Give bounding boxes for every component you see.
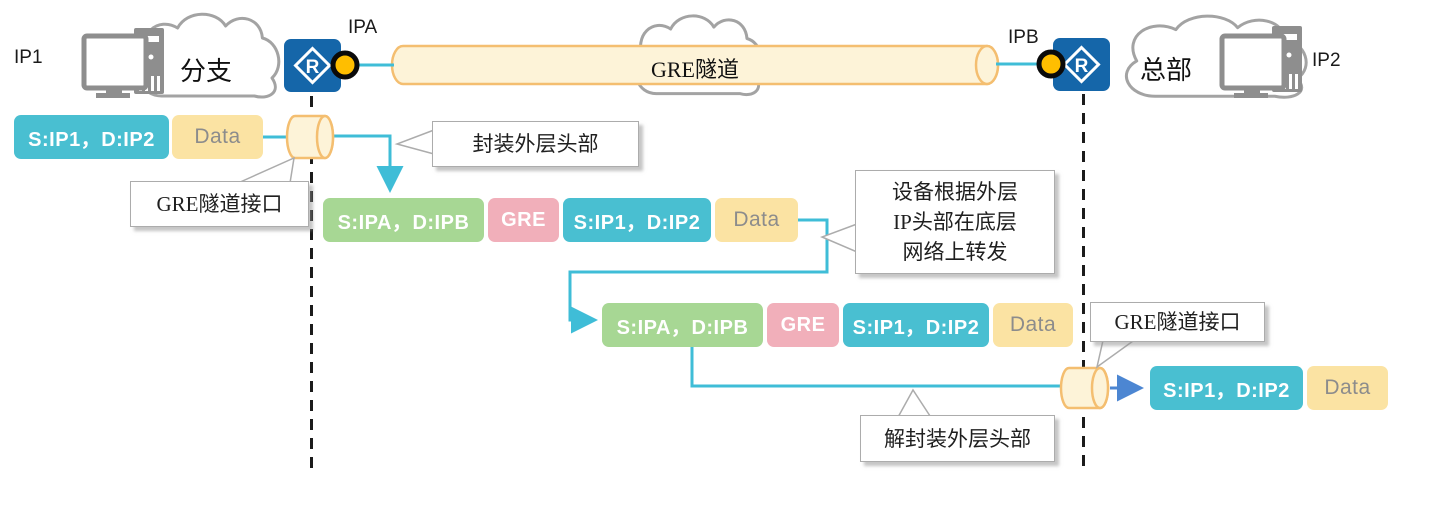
p2-outer-header: S:IPA，D:IPB — [323, 198, 484, 242]
host-b-label: IP2 — [1312, 50, 1341, 71]
flow-forward-arrow — [568, 218, 829, 334]
callout-tunnel-if-right-text: GRE隧道接口 — [1114, 310, 1241, 334]
host-b-computer-icon — [1219, 26, 1302, 98]
p3-data: Data — [993, 303, 1073, 347]
callout-forward: 设备根据外层 IP头部在底层 网络上转发 — [855, 170, 1055, 274]
tunnel-interface-b-cylinder — [1059, 366, 1110, 410]
p1-ip-header: S:IP1，D:IP2 — [14, 115, 169, 159]
callout-forward-line2: IP头部在底层 — [893, 210, 1017, 234]
callout-encapsulate-text: 封装外层头部 — [472, 132, 599, 156]
p3-gre-header: GRE — [767, 303, 839, 347]
tunnel-interface-a-cylinder — [285, 114, 335, 160]
gre-tunnel-label: GRE隧道 — [650, 57, 739, 82]
callout-decapsulate-text: 解封装外层头部 — [884, 426, 1031, 451]
p3-inner-header: S:IP1，D:IP2 — [843, 303, 989, 347]
callout-tail-encapsulate — [394, 128, 435, 155]
callout-forward-line1: 设备根据外层 — [892, 180, 1018, 204]
flow-p3-to-tunnel-if — [690, 347, 1062, 388]
branch-cloud-label: 分支 — [179, 56, 232, 86]
p4-ip-header: S:IP1，D:IP2 — [1150, 366, 1303, 410]
p2-gre-header: GRE — [488, 198, 559, 242]
callout-forward-line3: 网络上转发 — [902, 240, 1008, 264]
router-a-icon: R — [284, 39, 341, 92]
router-b-icon: R — [1053, 38, 1110, 91]
port-ipb-dot — [1036, 49, 1066, 79]
flow-encapsulate-arrow — [333, 134, 404, 193]
gre-tunnel-pipe — [390, 44, 1000, 86]
callout-tunnel-if-right: GRE隧道接口 — [1090, 302, 1265, 342]
router-b-glyph: R — [1075, 56, 1089, 77]
router-a-glyph: R — [306, 57, 320, 78]
p1-data: Data — [172, 115, 263, 159]
callout-encapsulate: 封装外层头部 — [432, 121, 639, 167]
p4-data: Data — [1307, 366, 1388, 410]
port-ipa-label: IPA — [348, 17, 378, 38]
callout-tail-tunnel-if-left — [237, 156, 295, 184]
p3-outer-header: S:IPA，D:IPB — [602, 303, 763, 347]
p2-data: Data — [715, 198, 798, 242]
p2-inner-header: S:IP1，D:IP2 — [563, 198, 711, 242]
callout-tunnel-if-left: GRE隧道接口 — [130, 181, 309, 227]
host-a-label: IP1 — [14, 47, 43, 68]
callout-decapsulate: 解封装外层头部 — [860, 415, 1055, 462]
port-ipb-label: IPB — [1008, 27, 1039, 48]
hq-cloud-label: 总部 — [1139, 55, 1192, 85]
port-ipa-dot — [330, 50, 360, 80]
callout-tunnel-if-left-text: GRE隧道接口 — [156, 192, 283, 216]
tunnel-cap-ellipse — [974, 44, 1000, 86]
host-a-computer-icon — [81, 28, 164, 98]
